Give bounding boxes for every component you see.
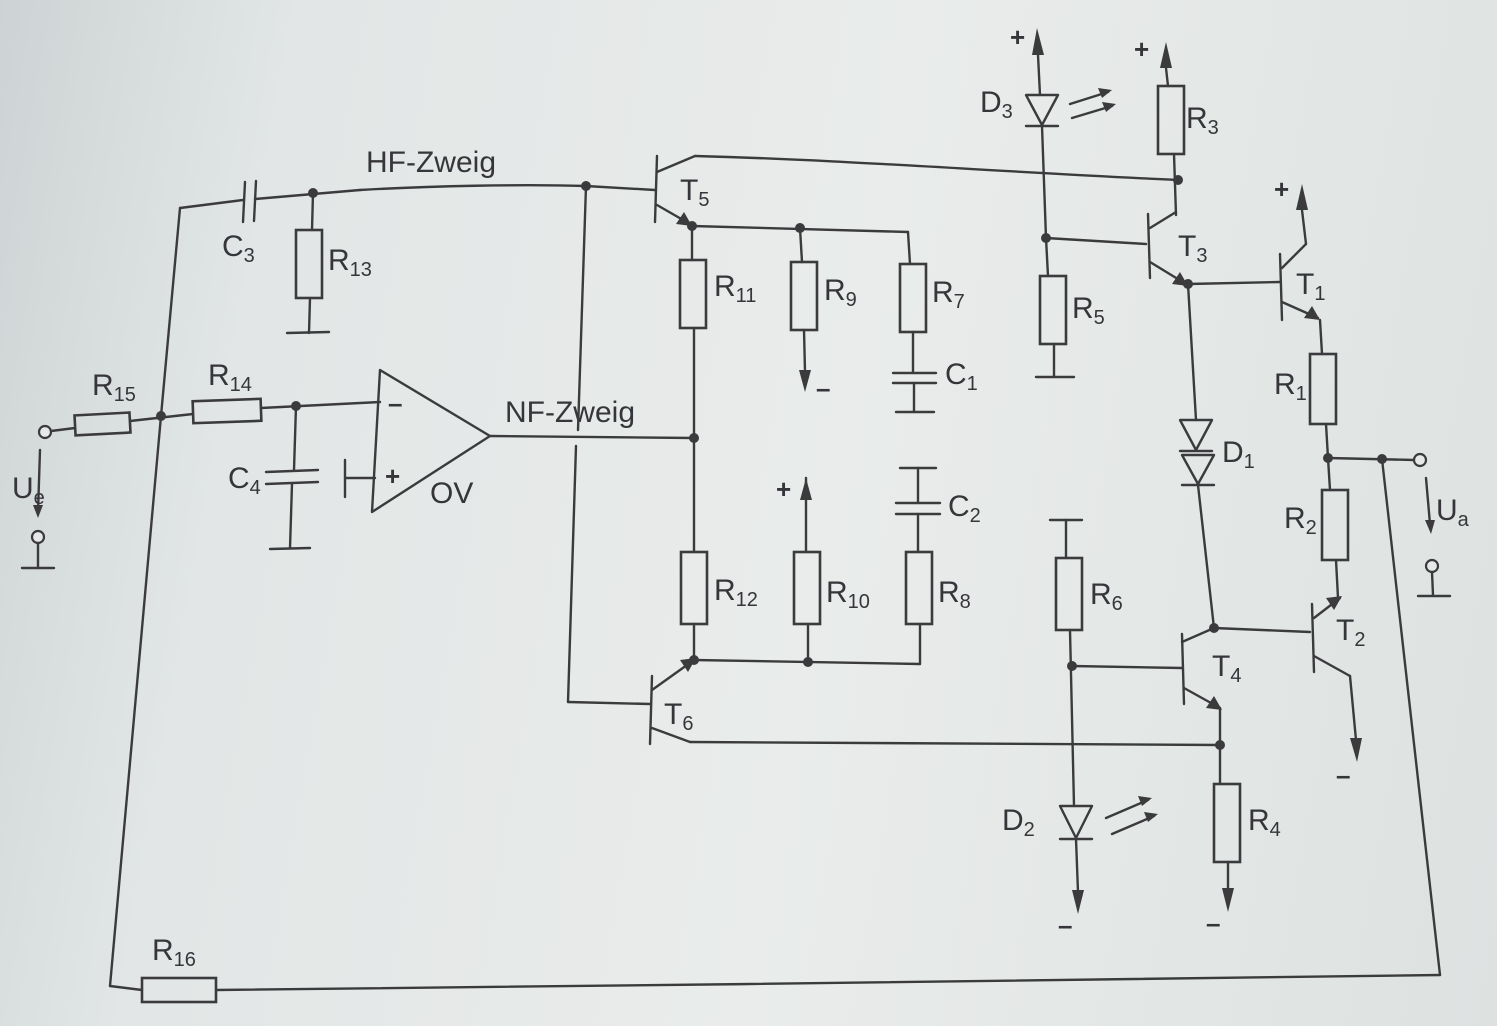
output-voltage-label: Ua: [1436, 494, 1470, 531]
opamp-label: OV: [430, 477, 473, 510]
transistor-t4: T4: [1180, 632, 1241, 710]
r4-minus-sign: –: [1206, 908, 1220, 938]
output-terminal-top: [1412, 452, 1428, 468]
opamp-inverting-sign: –: [388, 388, 402, 418]
diode-d1: D1: [1178, 418, 1255, 487]
led-d3: + D3: [980, 22, 1116, 128]
r7-label: R7: [932, 276, 965, 313]
transistor-t6: T6: [648, 658, 696, 746]
c1-label: C1: [945, 358, 978, 395]
output-terminal: Ua: [1416, 476, 1470, 598]
r16-label: R16: [152, 934, 196, 971]
c2-label: C2: [948, 490, 981, 527]
resistor-r7: R7: [898, 230, 965, 334]
t1-label: T1: [1296, 268, 1325, 305]
input-terminal: Ue: [12, 424, 56, 570]
r12-label: R12: [714, 574, 758, 611]
d2-label: D2: [1002, 804, 1035, 841]
nf-branch-label: NF-Zweig: [505, 396, 635, 429]
r2-label: R2: [1284, 502, 1317, 539]
resistor-r10: + R10: [776, 474, 870, 664]
r3-plus-sign: +: [1134, 34, 1149, 64]
capacitor-c2: C2: [894, 466, 981, 554]
transistor-t3: T3: [1146, 210, 1207, 286]
r14-label: R14: [208, 359, 252, 396]
t3-label: T3: [1178, 230, 1207, 267]
d2-minus-sign: –: [1058, 910, 1072, 940]
resistor-r16: R16: [140, 934, 218, 1004]
d3-label: D3: [980, 86, 1013, 123]
capacitor-c1: C1: [891, 330, 978, 414]
r11-label: R11: [714, 270, 756, 307]
r10-plus-sign: +: [776, 474, 791, 504]
r6-label: R6: [1090, 578, 1123, 615]
resistor-r11: R11: [678, 224, 756, 554]
r1-label: R1: [1274, 368, 1307, 405]
t2-minus-sign: –: [1336, 760, 1350, 790]
r9-label: R9: [824, 274, 857, 311]
capacitor-c4: C4: [228, 404, 320, 551]
opamp-noninverting-sign: +: [385, 461, 400, 491]
t1-plus-sign: +: [1274, 174, 1289, 204]
r15-label: R15: [92, 369, 136, 406]
d3-plus-sign: +: [1010, 22, 1025, 52]
t6-label: T6: [664, 698, 693, 735]
c3-label: C3: [222, 230, 255, 267]
resistor-r8: R8: [904, 550, 971, 666]
r10-label: R10: [826, 576, 870, 613]
opamp-ov: – + OV: [343, 368, 492, 514]
t5-label: T5: [680, 174, 709, 211]
t2-label: T2: [1336, 614, 1365, 651]
hf-branch-label: HF-Zweig: [366, 146, 496, 179]
r13-label: R13: [328, 244, 372, 281]
r8-label: R8: [938, 576, 971, 613]
r3-label: R3: [1186, 102, 1219, 139]
r5-label: R5: [1072, 292, 1105, 329]
resistor-r14: R14: [191, 359, 263, 425]
resistor-r13: R13: [285, 191, 372, 335]
transistor-t1: + T1: [1274, 174, 1325, 322]
resistor-r2: R2: [1284, 456, 1350, 600]
resistor-r3: + R3: [1134, 34, 1219, 217]
t4-label: T4: [1212, 650, 1241, 687]
input-voltage-label: Ue: [12, 472, 45, 509]
resistor-r12: R12: [679, 550, 758, 662]
r4-label: R4: [1248, 804, 1281, 841]
d1-label: D1: [1222, 436, 1255, 473]
c4-label: C4: [228, 462, 261, 499]
resistor-r6: R6: [1048, 518, 1123, 632]
resistor-r15: R15: [73, 369, 136, 437]
led-d2: D2: [1002, 796, 1158, 841]
resistor-r1: R1: [1274, 352, 1338, 460]
transistor-t2: T2: [1310, 596, 1365, 678]
transistor-t5: T5: [653, 154, 709, 226]
resistor-r9: – R9: [789, 226, 857, 403]
resistor-r5: R5: [1034, 236, 1105, 379]
capacitor-c3: C3: [222, 179, 258, 267]
r9-minus-sign: –: [816, 373, 830, 403]
resistor-r4: – R4: [1206, 782, 1281, 938]
